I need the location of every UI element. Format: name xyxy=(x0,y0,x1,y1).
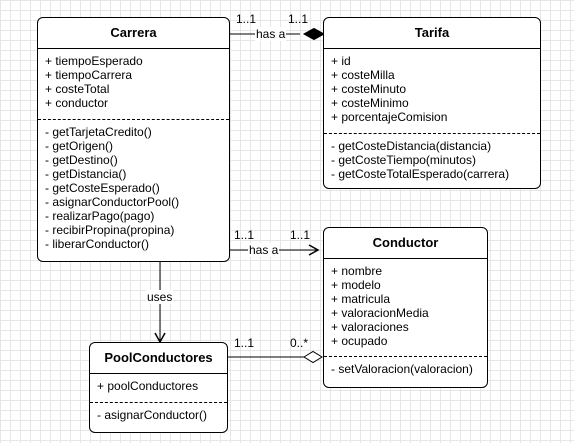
method: - recibirPropina(propina) xyxy=(45,223,175,237)
method: - getCosteTiempo(minutos) xyxy=(331,153,476,167)
attribute: + costeMinimo xyxy=(331,96,409,110)
carrera-tarifa-label: has a xyxy=(255,27,287,41)
method: - asignarConductor() xyxy=(97,408,208,422)
attribute: + modelo xyxy=(331,278,381,292)
carrera-conductor-label: has a xyxy=(248,243,280,257)
class-tarifa-title: Tarifa xyxy=(324,18,540,49)
attribute: + matricula xyxy=(331,292,391,306)
carrera-pool-label: uses xyxy=(146,290,174,304)
class-poolconductores-title: PoolConductores xyxy=(90,343,227,374)
method: - setValoracion(valoracion) xyxy=(331,362,473,376)
class-tarifa[interactable]: Tarifa + id + costeMilla + costeMinuto +… xyxy=(323,17,541,189)
attribute: + nombre xyxy=(331,264,383,278)
composition-diamond xyxy=(302,27,326,41)
class-conductor-methods: - setValoracion(valoracion) xyxy=(324,357,487,376)
method: - getCosteEsperado() xyxy=(45,181,160,195)
method: - getDestino() xyxy=(45,153,118,167)
pool-conductor-target-mult: 0..* xyxy=(290,336,309,350)
attribute: + id xyxy=(331,54,351,68)
attribute: + costeTotal xyxy=(45,82,110,96)
attribute: + conductor xyxy=(45,96,109,110)
class-carrera-title: Carrera xyxy=(38,18,229,49)
class-conductor-title: Conductor xyxy=(324,228,487,259)
attribute: + costeMilla xyxy=(331,68,395,82)
method: - asignarConductorPool() xyxy=(45,195,180,209)
attribute: + valoracionMedia xyxy=(331,306,429,320)
method: - getDistancia() xyxy=(45,167,127,181)
carrera-tarifa-source-mult: 1..1 xyxy=(236,12,257,26)
class-carrera[interactable]: Carrera + tiempoEsperado + tiempoCarrera… xyxy=(37,17,230,262)
method: - getOrigen() xyxy=(45,139,114,153)
class-tarifa-attributes: + id + costeMilla + costeMinuto + costeM… xyxy=(324,49,540,133)
class-carrera-divider xyxy=(38,119,229,120)
class-tarifa-divider xyxy=(324,133,540,134)
class-poolconductores[interactable]: PoolConductores + poolConductores - asig… xyxy=(89,342,228,433)
method: - liberarConductor() xyxy=(45,237,150,251)
class-carrera-methods: - getTarjetaCredito() - getOrigen() - ge… xyxy=(38,120,229,251)
class-poolconductores-divider xyxy=(90,402,227,403)
carrera-tarifa-target-mult: 1..1 xyxy=(288,12,309,26)
attribute: + costeMinuto xyxy=(331,82,407,96)
attribute: + tiempoEsperado xyxy=(45,54,143,68)
attribute: + tiempoCarrera xyxy=(45,68,133,82)
attribute: + poolConductores xyxy=(97,379,199,393)
class-poolconductores-attributes: + poolConductores xyxy=(90,374,227,402)
aggregation-diamond xyxy=(303,350,323,364)
class-carrera-attributes: + tiempoEsperado + tiempoCarrera + coste… xyxy=(38,49,229,119)
method: - getCosteDistancia(distancia) xyxy=(331,139,492,153)
carrera-conductor-source-mult: 1..1 xyxy=(234,228,255,242)
attribute: + porcentajeComision xyxy=(331,110,448,124)
attribute: + ocupado xyxy=(331,334,388,348)
class-conductor[interactable]: Conductor + nombre + modelo + matricula … xyxy=(323,227,488,388)
attribute: + valoraciones xyxy=(331,320,409,334)
class-conductor-attributes: + nombre + modelo + matricula + valoraci… xyxy=(324,259,487,356)
class-tarifa-methods: - getCosteDistancia(distancia) - getCost… xyxy=(324,134,540,181)
method: - getTarjetaCredito() xyxy=(45,125,152,139)
method: - realizarPago(pago) xyxy=(45,209,155,223)
carrera-conductor-target-mult: 1..1 xyxy=(290,228,311,242)
method: - getCosteTotalEsperado(carrera) xyxy=(331,167,510,181)
class-poolconductores-methods: - asignarConductor() xyxy=(90,403,227,422)
class-conductor-divider xyxy=(324,356,487,357)
pool-conductor-source-mult: 1..1 xyxy=(234,336,255,350)
